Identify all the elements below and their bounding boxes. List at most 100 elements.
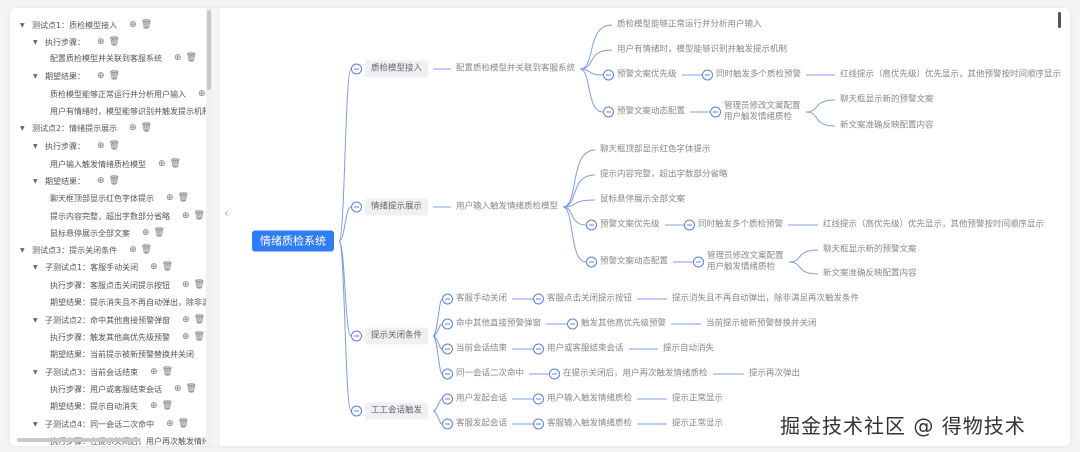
delete-icon[interactable]: 🗑 bbox=[185, 53, 197, 63]
outline-item[interactable]: 用户有情绪时，模型能够识别并触发提示机制⊕🗑 bbox=[50, 103, 206, 119]
branch-node[interactable]: 工工会话触发 bbox=[365, 402, 429, 420]
delete-icon[interactable]: 🗑 bbox=[161, 367, 174, 377]
add-child-icon[interactable]: ⊕ bbox=[182, 211, 190, 221]
scrollbar-thumb[interactable] bbox=[207, 10, 211, 90]
mindmap-node[interactable]: 同一会话二次命中 bbox=[456, 368, 525, 379]
delete-icon[interactable]: 🗑 bbox=[108, 71, 120, 81]
add-child-icon[interactable]: ⊕ bbox=[97, 176, 105, 186]
outline-item[interactable]: 用户输入触发情绪质检模型⊕🗑 bbox=[50, 156, 181, 172]
mindmap-node[interactable]: 客服手动关闭 bbox=[456, 293, 508, 304]
delete-icon[interactable]: 🗑 bbox=[193, 211, 205, 221]
collapse-node-icon[interactable] bbox=[586, 219, 597, 231]
mindmap-node[interactable]: 预警文案动态配置 bbox=[617, 106, 686, 117]
mindmap-node[interactable]: 提示内容完整，超出字数部分省略 bbox=[600, 169, 728, 180]
mindmap-node[interactable]: 同时触发多个质检预警 bbox=[716, 69, 802, 80]
delete-icon[interactable]: 🗑 bbox=[108, 176, 120, 186]
expand-caret-icon[interactable]: ▼ bbox=[33, 142, 38, 150]
delete-icon[interactable]: 🗑 bbox=[140, 245, 153, 255]
outline-item[interactable]: 提示内容完整，超出字数部分省略⊕🗑 bbox=[50, 208, 205, 224]
branch-node[interactable]: 提示关闭条件 bbox=[365, 327, 429, 345]
collapse-node-icon[interactable] bbox=[442, 368, 453, 380]
collapse-node-icon[interactable] bbox=[351, 405, 362, 417]
outline-item[interactable]: ▼子测试点3：当前会话结束⊕🗑 bbox=[33, 364, 173, 380]
mindmap-node[interactable]: 红线提示（高优先级）优先显示，其他预警按时间顺序显示 bbox=[823, 219, 1045, 230]
collapse-node-icon[interactable] bbox=[586, 256, 597, 268]
mindmap-node[interactable]: 当前会话结束 bbox=[456, 343, 508, 354]
collapse-node-icon[interactable] bbox=[684, 219, 695, 231]
mindmap-node[interactable]: 同时触发多个质检预警 bbox=[698, 219, 784, 230]
mindmap-node[interactable]: 预警文案优先级 bbox=[600, 219, 660, 230]
collapse-node-icon[interactable] bbox=[442, 293, 453, 305]
expand-caret-icon[interactable]: ▼ bbox=[33, 177, 38, 185]
mindmap-node[interactable]: 提示消失且不再自动弹出，除非满足再次触发条件 bbox=[672, 293, 860, 304]
mindmap-node[interactable]: 质检模型能够正常运行并分析用户输入 bbox=[617, 19, 762, 30]
outline-item[interactable]: ▼期望结果：⊕🗑 bbox=[33, 68, 120, 84]
mindmap-node[interactable]: 新文案准确反映配置内容 bbox=[840, 120, 934, 131]
add-child-icon[interactable]: ⊕ bbox=[150, 262, 158, 272]
mindmap-node[interactable]: 聊天框显示新的预警文案 bbox=[823, 244, 917, 255]
add-child-icon[interactable]: ⊕ bbox=[182, 332, 190, 342]
outline-item[interactable]: 配置质检模型并关联到客服系统⊕🗑 bbox=[50, 50, 197, 66]
collapse-node-icon[interactable] bbox=[702, 69, 713, 81]
delete-icon[interactable]: 🗑 bbox=[169, 159, 181, 169]
mindmap-node[interactable]: 预警文案动态配置 bbox=[600, 256, 669, 267]
collapse-node-icon[interactable] bbox=[533, 343, 544, 355]
mindmap-node[interactable]: 提示正常显示 bbox=[672, 418, 724, 429]
collapse-node-icon[interactable] bbox=[351, 201, 362, 213]
add-child-icon[interactable]: ⊕ bbox=[97, 37, 105, 47]
mindmap-node[interactable]: 触发其他高优先级预警 bbox=[581, 318, 667, 329]
mindmap-node[interactable]: 用户发起会话 bbox=[456, 393, 508, 404]
expand-caret-icon[interactable]: ▼ bbox=[33, 368, 38, 376]
outline-item[interactable]: ▼子测试点2：命中其他直接预警弹窗⊕🗑 bbox=[33, 312, 205, 328]
expand-caret-icon[interactable]: ▼ bbox=[33, 420, 38, 428]
add-child-icon[interactable]: ⊕ bbox=[158, 159, 166, 169]
outline-item[interactable]: ▼测试点2：情绪提示展示⊕🗑 bbox=[20, 120, 152, 136]
collapse-node-icon[interactable] bbox=[603, 106, 614, 118]
delete-icon[interactable]: 🗑 bbox=[161, 401, 173, 411]
collapse-node-icon[interactable] bbox=[351, 63, 362, 75]
branch-node[interactable]: 质检模型接入 bbox=[365, 60, 429, 78]
add-child-icon[interactable]: ⊕ bbox=[166, 193, 174, 203]
outline-item[interactable]: 执行步骤：用户或客服结束会话⊕🗑 bbox=[50, 381, 197, 397]
add-child-icon[interactable]: ⊕ bbox=[129, 20, 137, 30]
collapse-node-icon[interactable] bbox=[533, 418, 544, 430]
add-child-icon[interactable]: ⊕ bbox=[129, 245, 137, 255]
outline-item[interactable]: 执行步骤：客服点击关闭提示按钮⊕🗑 bbox=[50, 277, 205, 293]
panel-divider[interactable] bbox=[212, 8, 220, 446]
outline-item[interactable]: ▼执行步骤：⊕🗑 bbox=[33, 34, 120, 50]
mindmap-node[interactable]: 新文案准确反映配置内容 bbox=[823, 268, 917, 279]
mindmap-node[interactable]: 客服发起会话 bbox=[456, 418, 508, 429]
delete-icon[interactable]: 🗑 bbox=[193, 315, 206, 325]
collapse-node-icon[interactable] bbox=[533, 393, 544, 405]
add-child-icon[interactable]: ⊕ bbox=[150, 401, 158, 411]
mindmap-node[interactable]: 聊天框显示新的预警文案 bbox=[840, 94, 934, 105]
mindmap-node[interactable]: 管理员修改文案配置 用户触发情绪质检 bbox=[707, 251, 784, 272]
mindmap-node[interactable]: 客服输入触发情绪质检 bbox=[547, 418, 633, 429]
delete-icon[interactable]: 🗑 bbox=[193, 280, 205, 290]
mindmap-node[interactable]: 客服点击关闭提示按钮 bbox=[547, 293, 633, 304]
delete-icon[interactable]: 🗑 bbox=[140, 20, 153, 30]
mindmap-node[interactable]: 提示自动消失 bbox=[663, 343, 715, 354]
mindmap-node[interactable]: 在提示关闭后，用户再次触发情绪质检 bbox=[563, 368, 708, 379]
collapse-node-icon[interactable] bbox=[442, 343, 453, 355]
add-child-icon[interactable]: ⊕ bbox=[182, 315, 190, 325]
canvas-scroll-indicator[interactable] bbox=[1058, 12, 1061, 28]
collapse-node-icon[interactable] bbox=[710, 106, 721, 118]
add-child-icon[interactable]: ⊕ bbox=[182, 280, 190, 290]
collapse-node-icon[interactable] bbox=[567, 318, 578, 330]
collapse-node-icon[interactable] bbox=[603, 69, 614, 81]
add-child-icon[interactable]: ⊕ bbox=[97, 71, 105, 81]
expand-caret-icon[interactable]: ▼ bbox=[33, 72, 38, 80]
delete-icon[interactable]: 🗑 bbox=[108, 37, 120, 47]
outline-item[interactable]: ▼测试点1：质检模型接入⊕🗑 bbox=[20, 17, 152, 33]
delete-icon[interactable]: 🗑 bbox=[153, 228, 165, 238]
expand-caret-icon[interactable]: ▼ bbox=[20, 124, 25, 132]
outline-item[interactable]: ▼期望结果：⊕🗑 bbox=[33, 173, 120, 189]
mindmap-node[interactable]: 提示正常显示 bbox=[672, 393, 724, 404]
mindmap-node[interactable]: 用户输入触发情绪质检模型 bbox=[456, 201, 559, 212]
delete-icon[interactable]: 🗑 bbox=[185, 384, 197, 394]
mindmap-node[interactable]: 鼠标悬停展示全部文案 bbox=[600, 194, 686, 205]
add-child-icon[interactable]: ⊕ bbox=[198, 89, 206, 99]
add-child-icon[interactable]: ⊕ bbox=[174, 384, 182, 394]
mindmap-node[interactable]: 红线提示（高优先级）优先显示，其他预警按时间顺序显示 bbox=[840, 69, 1062, 80]
